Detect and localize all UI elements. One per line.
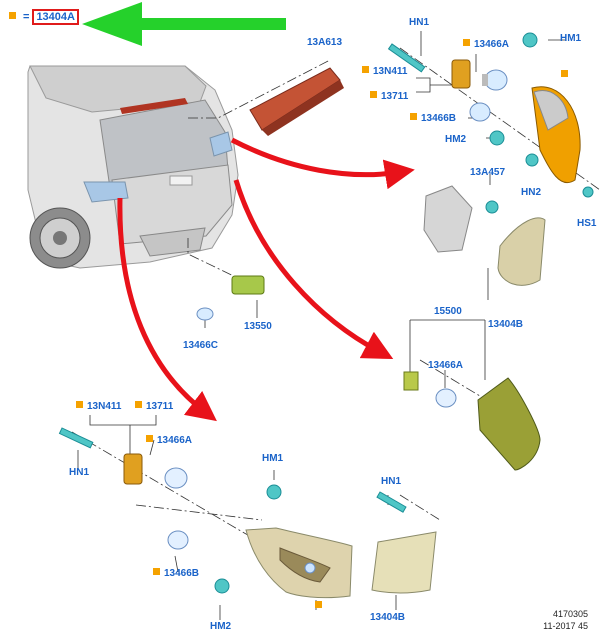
tail-lamp-lower — [245, 527, 353, 599]
label-13404b-mid[interactable]: 13404B — [488, 319, 524, 330]
tail-lamp-13404b-bot — [371, 531, 437, 594]
label-13n411-bot[interactable]: 13N411 — [76, 401, 121, 413]
label-13711-bot[interactable]: 13711 — [135, 401, 173, 413]
marker-icon — [153, 568, 160, 575]
label-15500[interactable]: 15500 — [434, 306, 462, 317]
marker-icon — [561, 70, 568, 77]
socket-15500 — [403, 371, 419, 391]
label-13466a-bot[interactable]: 13466A — [146, 435, 192, 447]
red-arrows — [117, 137, 415, 422]
label-13a613[interactable]: 13A613 — [307, 37, 343, 48]
marker-icon — [463, 39, 470, 46]
lamp-housing-13404b-mid — [423, 185, 546, 286]
clip-hm2-top — [489, 130, 505, 146]
bolt-hn1-bot — [58, 427, 94, 449]
marker-icon — [146, 435, 153, 442]
marker-icon — [135, 401, 142, 408]
clip-hm2-bot — [214, 578, 230, 594]
label-hn1-top[interactable]: HN1 — [409, 17, 430, 28]
clip-13a457 — [485, 200, 499, 214]
label-13466b-top[interactable]: 13466B — [410, 113, 456, 125]
tail-lamp-outer — [531, 86, 581, 183]
legend-equals: = — [23, 11, 30, 23]
label-hm1-bot[interactable]: HM1 — [262, 453, 284, 464]
marker-icon — [315, 601, 322, 608]
marker-icon — [410, 113, 417, 120]
clip-hn2 — [525, 153, 539, 167]
label-13711-top[interactable]: 13711 — [370, 91, 408, 103]
socket-top — [451, 59, 471, 89]
label-hm2-bot[interactable]: HM2 — [210, 621, 232, 632]
license-lamp-13550 — [231, 275, 265, 295]
clip-hm1-top — [522, 32, 538, 48]
screw-hs1 — [582, 186, 594, 198]
marker-icon — [370, 91, 377, 98]
label-13466a-mid[interactable]: 13466A — [428, 360, 464, 371]
legend-part-number[interactable]: 13404A — [32, 9, 79, 25]
bulb-13466a-bot — [164, 467, 188, 489]
socket-bot — [123, 453, 143, 485]
vehicle-rear-view — [27, 65, 239, 269]
label-hs1[interactable]: HS1 — [577, 218, 597, 229]
high-mount-stop-lamp — [249, 67, 344, 136]
bulb-13466b-top — [469, 102, 491, 122]
green-arrow-icon — [82, 2, 286, 46]
legend: =13404A — [9, 9, 79, 25]
label-hn1-bot[interactable]: HN1 — [69, 467, 90, 478]
marker-icon — [362, 66, 369, 73]
bolt-hn1-bot2 — [376, 491, 407, 513]
footer-doc-number: 4170305 — [552, 609, 588, 619]
label-13404b-bot[interactable]: 13404B — [370, 612, 406, 623]
label-hm1-top[interactable]: HM1 — [560, 33, 582, 44]
label-13466b-bot[interactable]: 13466B — [153, 568, 199, 580]
bulb-13466b-bot — [167, 530, 189, 550]
label-13466a-top[interactable]: 13466A — [463, 39, 509, 51]
bulb-13466a-top — [482, 69, 508, 91]
callout-lines — [77, 31, 565, 620]
label-13466c[interactable]: 13466C — [183, 340, 219, 351]
bulb-13466a-mid — [435, 388, 457, 408]
footer-date-code: 11-2017 45 — [543, 621, 588, 631]
label-13550[interactable]: 13550 — [244, 321, 272, 332]
label-hn1-bot2[interactable]: HN1 — [381, 476, 402, 487]
clip-hm1-bot — [266, 484, 282, 500]
label-hn2[interactable]: HN2 — [521, 187, 542, 198]
bolt-hn1-top — [387, 43, 426, 73]
marker-icon — [9, 12, 16, 19]
reflector-lamp — [477, 377, 541, 471]
label-13n411-top[interactable]: 13N411 — [362, 66, 407, 78]
label-13a457[interactable]: 13A457 — [470, 167, 506, 178]
label-hm2-top[interactable]: HM2 — [445, 134, 467, 145]
bulb-13466c — [196, 307, 214, 321]
marker-icon — [76, 401, 83, 408]
